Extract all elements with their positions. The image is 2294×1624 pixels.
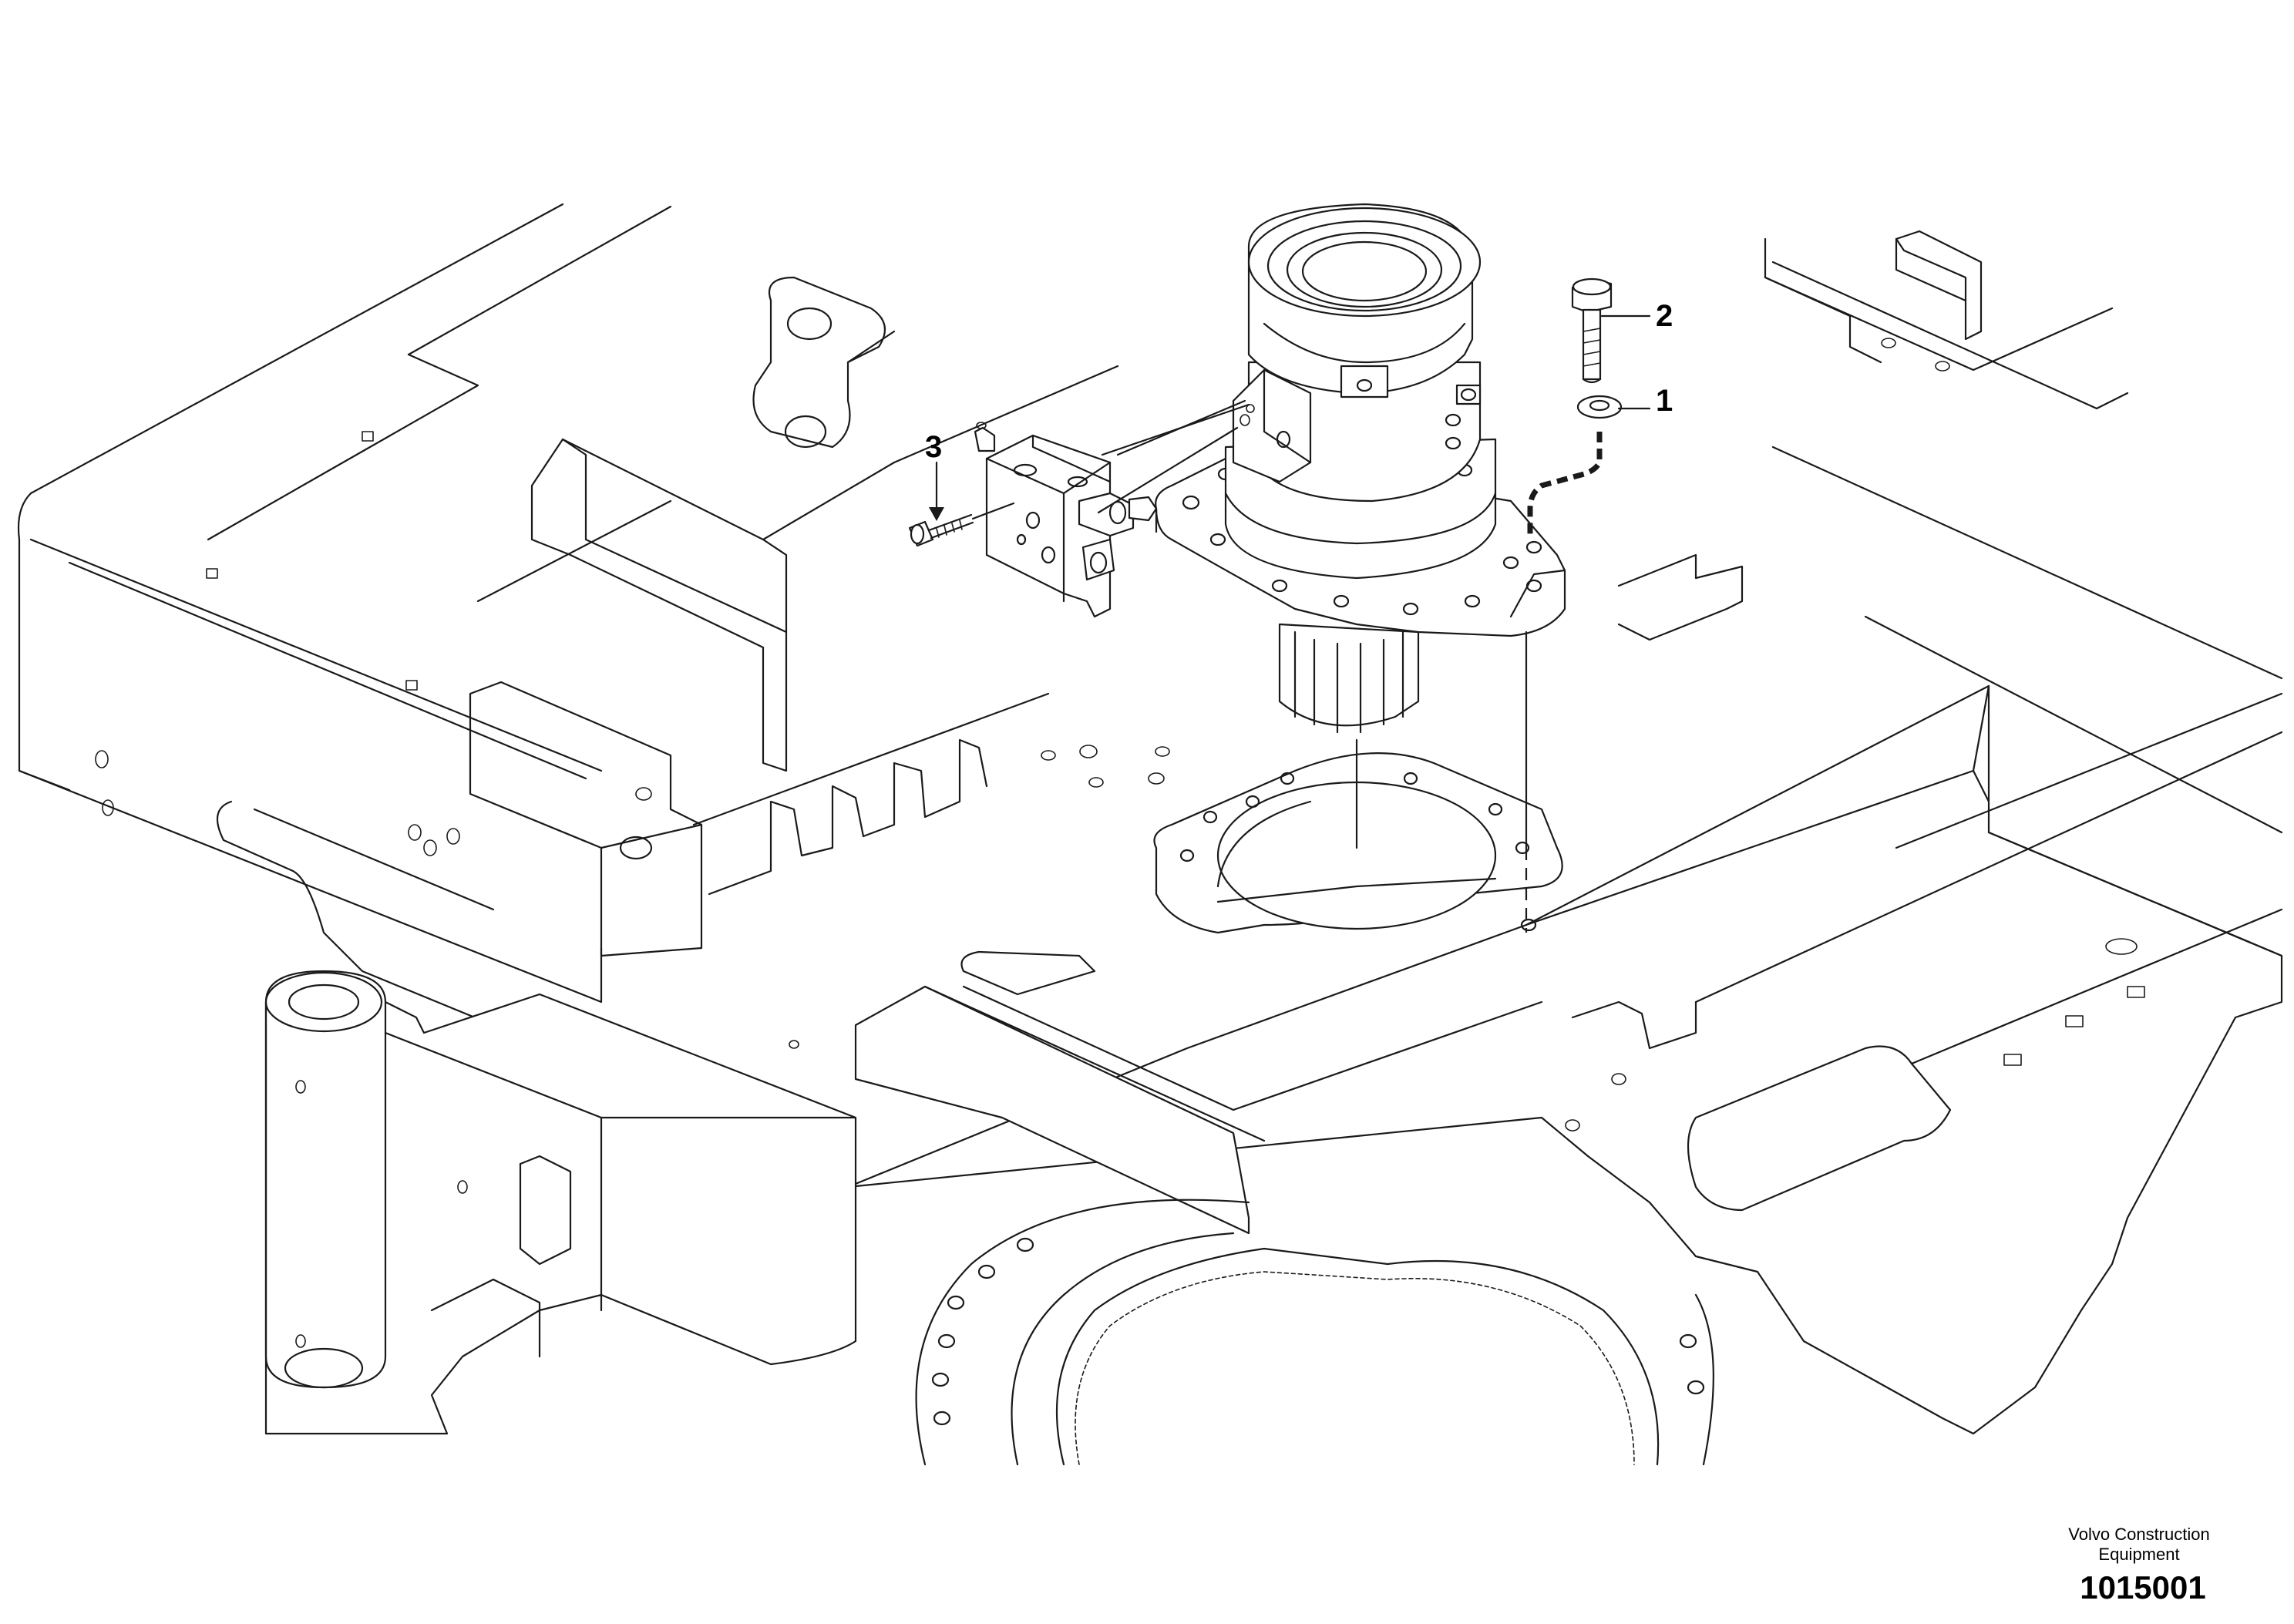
callout-1: 1 <box>1656 384 1673 418</box>
swing-motor <box>1155 203 1566 734</box>
brand-line-2: Equipment <box>2098 1545 2180 1564</box>
callout-2: 2 <box>1656 299 1673 333</box>
deck-plate <box>692 365 1170 896</box>
washer <box>1576 395 1623 419</box>
upper-frame-right <box>1617 230 2283 834</box>
frame-lugs <box>752 276 896 449</box>
brand-label: Volvo Construction Equipment <box>2012 1525 2266 1565</box>
pivot-post <box>264 970 857 1435</box>
boom-beam <box>846 684 2283 1435</box>
motor-bolt <box>1571 277 1613 384</box>
drawing-number: 1015001 <box>2080 1569 2206 1606</box>
brand-line-1: Volvo Construction <box>2068 1525 2210 1544</box>
frame-bracket-upper <box>476 438 896 772</box>
valve-bolt <box>908 502 1015 547</box>
upper-frame-left <box>17 203 672 1027</box>
motor-mount-pad <box>1153 752 1563 934</box>
assembly-lines <box>929 314 1651 933</box>
callout-3: 3 <box>925 430 943 464</box>
frame-bracket-lower <box>469 681 703 957</box>
lower-arm <box>854 950 1543 1235</box>
slewing-ring <box>915 1199 1714 1466</box>
